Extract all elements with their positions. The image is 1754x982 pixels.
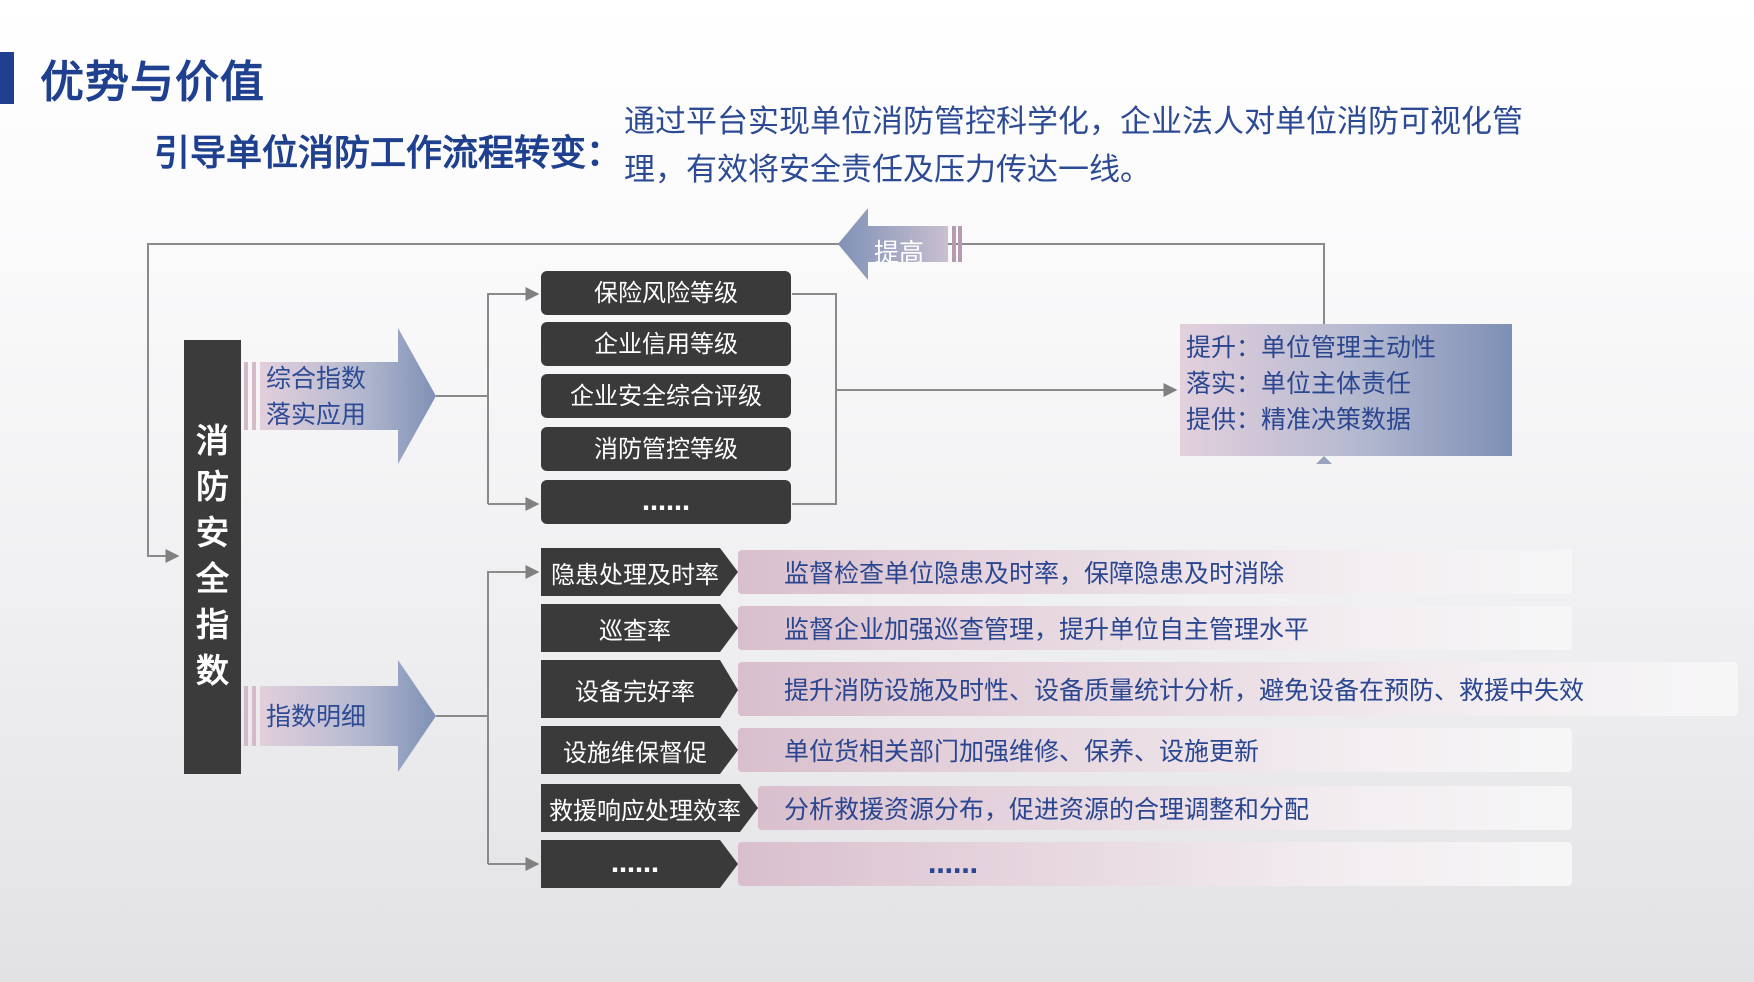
section-subtitle: 引导单位消防工作流程转变： bbox=[154, 133, 623, 174]
detail-tag: 设施维保督促 bbox=[563, 738, 707, 767]
outcome-item: 落实：单位主体责任 bbox=[1186, 369, 1412, 398]
detail-tag-shapes bbox=[541, 548, 758, 888]
increase-label: 提高 bbox=[874, 238, 925, 267]
index-item-safety-rating: 企业安全综合评级 bbox=[541, 374, 791, 418]
detail-desc: 分析救援资源分布，促进资源的合理调整和分配 bbox=[758, 786, 1572, 830]
index-item-fire-control-grade: 消防管控等级 bbox=[541, 427, 791, 471]
detail-desc: …… bbox=[738, 842, 1572, 886]
root-node bbox=[184, 340, 241, 774]
intro-text: 通过平台实现单位消防管控科学化，企业法人对单位消防可视化管理，有效将安全责任及压… bbox=[624, 104, 1523, 188]
bottom-branch-label: 指数明细 bbox=[266, 702, 367, 731]
detail-tag: 救援响应处理效率 bbox=[549, 796, 741, 825]
detail-desc: 监督企业加强巡查管理，提升单位自主管理水平 bbox=[738, 606, 1572, 650]
detail-desc: 提升消防设施及时性、设备质量统计分析，避免设备在预防、救援中失效 bbox=[738, 662, 1738, 716]
top-branch-arrow bbox=[244, 328, 436, 464]
detail-tag: 设备完好率 bbox=[575, 677, 695, 706]
title-accent-bar bbox=[0, 52, 14, 104]
detail-tag: 隐患处理及时率 bbox=[551, 560, 719, 589]
bottom-branch-arrow bbox=[244, 660, 436, 772]
detail-tag: 巡查率 bbox=[599, 616, 671, 645]
detail-desc: 单位货相关部门加强维修、保养、设施更新 bbox=[738, 728, 1572, 772]
detail-tag: …… bbox=[611, 850, 659, 878]
index-item-more: …… bbox=[541, 480, 791, 524]
index-item-credit-grade: 企业信用等级 bbox=[541, 322, 791, 366]
page-title: 优势与价值 bbox=[40, 57, 265, 108]
increase-arrow bbox=[838, 208, 962, 280]
root-node-label: 消防安全指数 bbox=[196, 421, 229, 690]
detail-desc: 监督检查单位隐患及时率，保障隐患及时消除 bbox=[738, 550, 1572, 594]
index-item-insurance-risk: 保险风险等级 bbox=[541, 271, 791, 315]
outcome-item: 提升：单位管理主动性 bbox=[1186, 333, 1437, 362]
outcome-box: 提升：单位管理主动性 落实：单位主体责任 提供：精准决策数据 bbox=[1180, 324, 1512, 456]
outcome-item: 提供：精准决策数据 bbox=[1186, 405, 1412, 434]
top-branch-label-line2: 落实应用 bbox=[266, 400, 367, 429]
top-branch-label-line1: 综合指数 bbox=[266, 364, 367, 393]
